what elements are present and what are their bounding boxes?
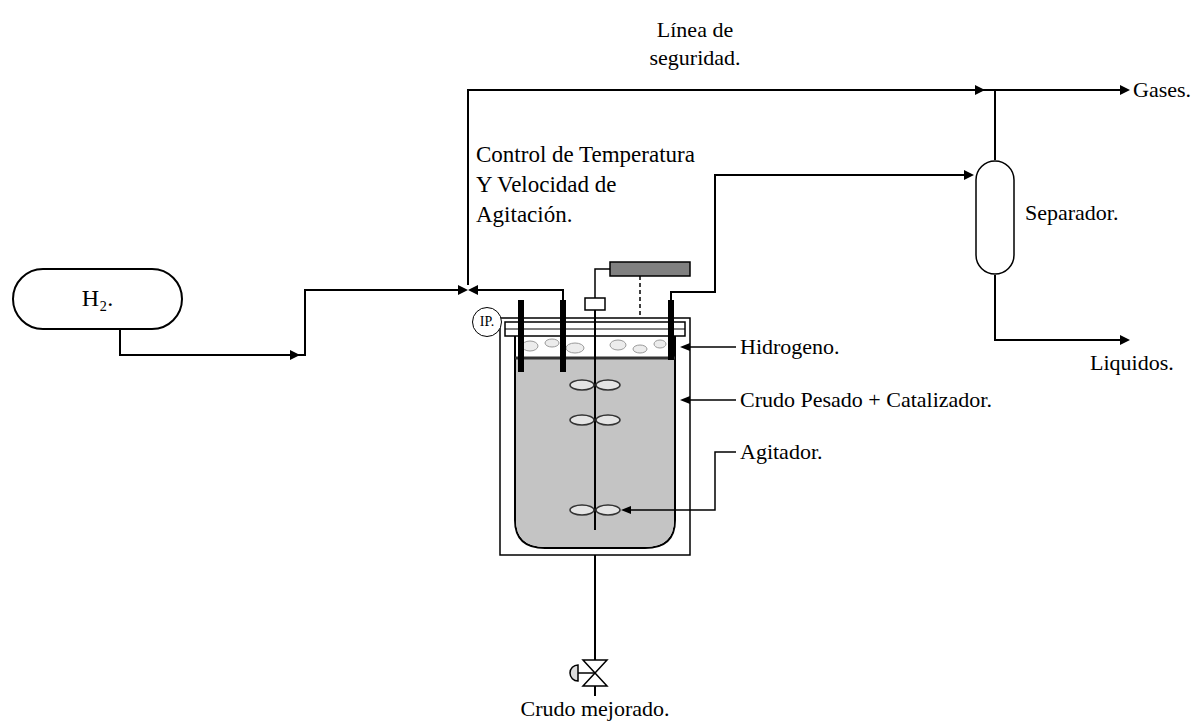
arrow-head bbox=[964, 170, 974, 180]
valve-stem bbox=[578, 672, 595, 674]
leader-line bbox=[688, 399, 736, 401]
separator-outline bbox=[975, 160, 1015, 275]
controller-box bbox=[610, 262, 690, 276]
vessel-label: Separador. bbox=[1025, 200, 1118, 225]
impeller-blade bbox=[570, 380, 594, 390]
separator-vessel: Separador. bbox=[975, 160, 1015, 275]
leader-arrow bbox=[680, 343, 690, 351]
impeller-blade bbox=[570, 505, 594, 515]
annotation-label: Agitador. bbox=[740, 439, 823, 465]
node-label: IP. bbox=[480, 314, 494, 330]
leader-line bbox=[688, 346, 736, 348]
gas-bubble bbox=[566, 343, 584, 353]
controller-link bbox=[595, 269, 610, 298]
annotation-label: Crudo mejorado. bbox=[495, 697, 695, 721]
arrow-head bbox=[468, 285, 478, 295]
leader-arrow bbox=[680, 396, 690, 404]
impeller-blade bbox=[596, 415, 620, 425]
safety-line bbox=[468, 90, 1120, 285]
impeller-blade bbox=[596, 380, 620, 390]
gas-bubble bbox=[610, 340, 626, 350]
outlet-probe bbox=[668, 300, 674, 360]
impeller-blade bbox=[570, 415, 594, 425]
product-line bbox=[671, 175, 965, 300]
gas-bubble bbox=[654, 340, 666, 348]
annotation-label: Control de Temperatura Y Velocidad de Ag… bbox=[476, 140, 712, 230]
separator-shell bbox=[976, 161, 1014, 274]
leader-arrow bbox=[621, 506, 631, 514]
pressure-probe bbox=[518, 300, 524, 372]
node-label: H₂. bbox=[82, 285, 114, 313]
gas-bubble bbox=[522, 341, 538, 351]
arrow-head bbox=[458, 285, 468, 295]
annotation-label: Liquidos. bbox=[1090, 350, 1174, 376]
pressure-indicator: IP. bbox=[472, 307, 502, 337]
agitator-motor bbox=[585, 298, 605, 310]
annotation-label: Línea de seguridad. bbox=[640, 16, 750, 72]
annotation-label: Gases. bbox=[1133, 77, 1191, 103]
arrow-head bbox=[1120, 85, 1130, 95]
gas-bubble bbox=[545, 339, 559, 347]
annotation-label: Hidrogeno. bbox=[740, 334, 840, 360]
arrow-head bbox=[975, 85, 985, 95]
arrow-head bbox=[1120, 335, 1130, 345]
annotation-label: Crudo Pesado + Catalizador. bbox=[740, 387, 992, 413]
leader-line bbox=[629, 452, 736, 510]
liquid-outlet-line bbox=[995, 275, 1120, 340]
feed-line bbox=[478, 290, 563, 300]
gas-outlet-line bbox=[994, 90, 996, 160]
feed-probe bbox=[560, 300, 566, 372]
gas-bubble bbox=[633, 345, 647, 353]
arrow-head bbox=[290, 350, 300, 360]
storage-tank: H₂. bbox=[12, 268, 183, 330]
impeller-blade bbox=[596, 505, 620, 515]
valve-handle bbox=[570, 665, 578, 681]
